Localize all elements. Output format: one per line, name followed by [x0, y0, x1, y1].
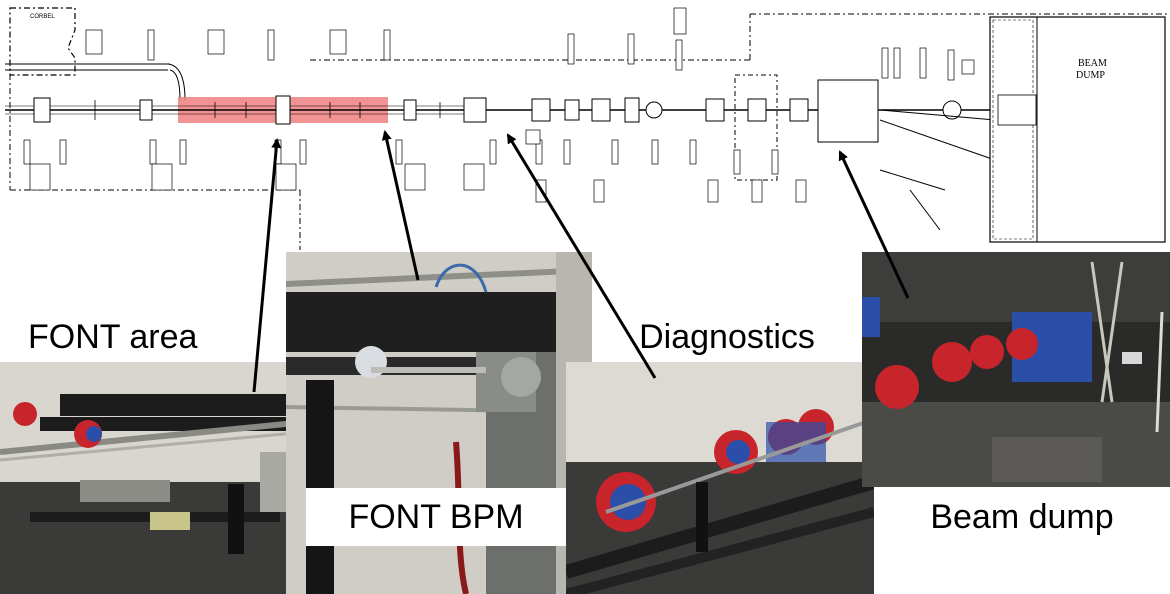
beamline-schematic: CORBEL — [0, 0, 1170, 250]
photo-beam-dump — [862, 252, 1170, 487]
corbel-outline — [9, 7, 76, 76]
beam-dump-box — [989, 16, 1166, 243]
corbel-label: CORBEL — [30, 14, 55, 20]
label-font-bpm: FONT BPM — [306, 488, 566, 546]
photo-diagnostics — [566, 362, 874, 594]
label-font-area: FONT area — [0, 312, 286, 362]
label-beam-dump: Beam dump — [874, 487, 1170, 547]
label-diagnostics: Diagnostics — [592, 312, 862, 362]
beamline-drawing: CORBEL — [5, 7, 1170, 250]
photo-font-area — [0, 362, 306, 594]
beam-dump-label-1: BEAM — [1078, 58, 1107, 69]
beam-dump-label-2: DUMP — [1076, 70, 1105, 81]
